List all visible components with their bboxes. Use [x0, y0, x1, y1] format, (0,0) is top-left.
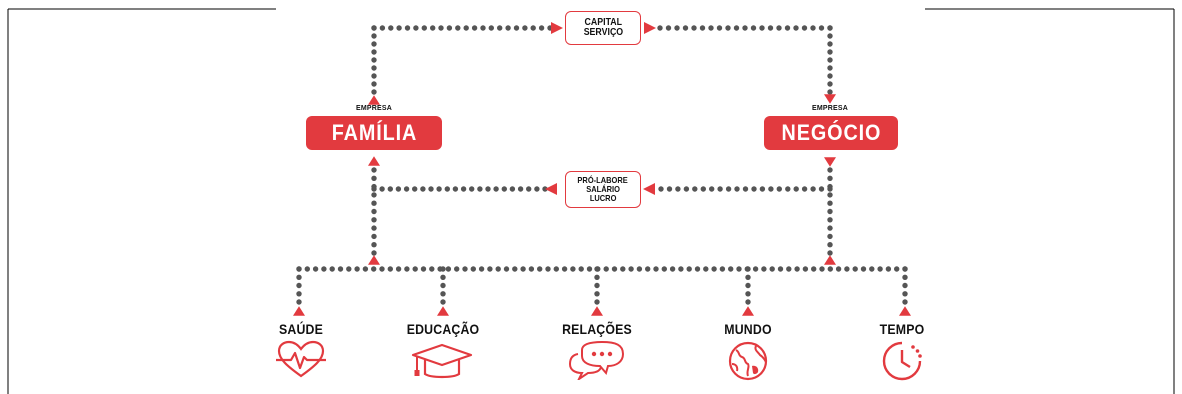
salario-label: SALÁRIO — [586, 184, 620, 195]
left-node-caption: EMPRESA — [355, 105, 393, 112]
arrow-educacao — [437, 306, 449, 316]
arrow-up-from-bus-right — [824, 255, 836, 265]
globe-icon — [728, 341, 768, 381]
clock-icon — [882, 341, 922, 381]
item-relacoes-label: RELAÇÕES — [562, 321, 632, 337]
branch-mundo — [745, 266, 751, 305]
middle-path-left — [371, 186, 548, 192]
familia-box: FAMÍLIA — [306, 116, 442, 150]
heartbeat-icon — [276, 340, 326, 378]
servico-label: SERVIÇO — [583, 27, 623, 38]
prolabore-label: PRÓ-LABORE — [577, 175, 629, 186]
prolabore-box: PRÓ-LABORE SALÁRIO LUCRO — [565, 171, 641, 208]
item-mundo-label: MUNDO — [724, 321, 772, 337]
negocio-title: NEGÓCIO — [781, 120, 881, 145]
middle-path-right — [658, 186, 833, 192]
arrow-up-familia — [368, 95, 380, 105]
arrow-tempo — [899, 306, 911, 316]
arrow-up-under-familia — [368, 156, 380, 166]
capital-label: CAPITAL — [584, 16, 622, 28]
dotted-paths — [296, 25, 908, 305]
arrow-saude — [293, 306, 305, 316]
branch-saude — [296, 266, 302, 305]
item-educacao-label: EDUCAÇÃO — [406, 321, 480, 337]
arrow-relacoes — [591, 306, 603, 316]
item-tempo-label: TEMPO — [879, 321, 925, 337]
chat-bubbles-icon — [568, 340, 625, 380]
item-saude-label: SAÚDE — [278, 321, 324, 337]
arrow-up-from-bus — [368, 255, 380, 265]
branch-tempo — [902, 266, 908, 305]
top-path-right — [657, 25, 833, 31]
graduation-cap-icon — [411, 343, 473, 379]
right-vertical-bottom — [827, 167, 833, 256]
lucro-label: LUCRO — [589, 192, 617, 203]
branch-educacao — [440, 266, 446, 305]
arrow-mundo — [742, 306, 754, 316]
left-vertical-top — [371, 25, 377, 95]
familia-title: FAMÍLIA — [331, 120, 417, 145]
capital-servico-box: CAPITAL SERVIÇO — [565, 11, 641, 45]
arrow-into-familia-side — [545, 183, 557, 195]
right-node-caption: EMPRESA — [811, 105, 849, 112]
arrow-down-negocio — [824, 94, 836, 104]
arrowheads — [293, 22, 911, 316]
arrow-out-negocio-side — [643, 183, 655, 195]
arrow-into-capital — [551, 22, 563, 34]
top-path-left — [371, 25, 553, 31]
right-vertical-top — [827, 25, 833, 95]
arrow-down-under-negocio — [824, 157, 836, 167]
bottom-bus — [296, 266, 908, 272]
arrow-out-capital — [644, 22, 656, 34]
left-vertical-bottom — [371, 167, 377, 256]
branch-relacoes — [594, 266, 600, 305]
negocio-box: NEGÓCIO — [764, 116, 898, 150]
